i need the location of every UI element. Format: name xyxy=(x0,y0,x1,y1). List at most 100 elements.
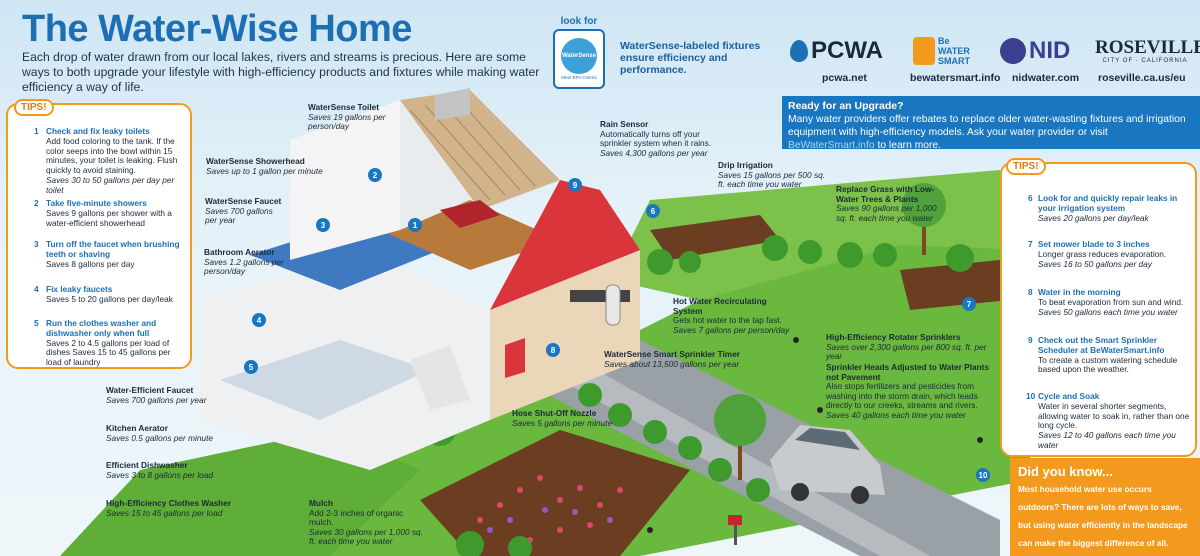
upgrade-text: Many water providers offer rebates to re… xyxy=(788,114,1186,138)
roseville-sub: CITY OF · CALIFORNIA xyxy=(1102,58,1188,64)
tip-heading: Take five-minute showers xyxy=(46,198,147,208)
bed xyxy=(440,200,500,228)
front-door xyxy=(505,338,525,378)
watersense-logo-icon: WaterSense Meet EPA Criteria xyxy=(553,29,605,89)
tip-saving: Saves 12 to 40 gallons each time you wat… xyxy=(1038,430,1176,450)
left-lawn xyxy=(60,430,420,556)
tip-text: Saves 9 gallons per shower with a water-… xyxy=(46,207,172,228)
did-you-know-text: Most household water use occurs outdoors… xyxy=(1018,484,1188,548)
tip-number: 5 xyxy=(34,318,39,328)
watersense-badge-sub: Meet EPA Criteria xyxy=(561,75,597,80)
tip-text: Water in several shorter segments, allow… xyxy=(1038,400,1190,431)
label-replace-grass: Replace Grass with Low-Water Trees & Pla… xyxy=(836,184,937,223)
upgrade-box: Ready for an Upgrade? Many water provide… xyxy=(782,96,1200,151)
tip-saving: Saves 20 gallons per day/leak xyxy=(1038,212,1149,223)
tip-heading: Water in the morning xyxy=(1038,287,1121,297)
kitchen-floor xyxy=(220,340,430,420)
tip-number: 8 xyxy=(1028,287,1033,297)
upgrade-text-end: to learn more. xyxy=(877,140,942,151)
pin-6: 6 xyxy=(646,204,660,218)
stairs xyxy=(410,345,470,410)
tip-number: 9 xyxy=(1028,335,1033,345)
watersense-badge: look for WaterSense Meet EPA Criteria xyxy=(553,16,605,90)
left-tip-5: 5 Run the clothes washer and dishwasher … xyxy=(34,318,186,368)
pin-8: 8 xyxy=(546,343,560,357)
tip-text: Saves 2 to 4.5 gallons per load of dishe… xyxy=(46,337,171,368)
watersense-badge-text: WaterSense xyxy=(561,53,597,59)
car xyxy=(770,425,885,504)
driveway-edge xyxy=(560,372,930,556)
tip-text: Saves 5 to 20 gallons per day/leak xyxy=(46,293,173,304)
pin-2: 2 xyxy=(368,168,382,182)
tip-text: Saves 8 gallons per day xyxy=(46,258,135,269)
chimney xyxy=(435,88,470,120)
flower-bed-front xyxy=(420,430,690,556)
tip-heading: Check out the Smart Sprinkler Scheduler … xyxy=(1038,335,1165,355)
tip-saving: Saves 16 to 50 gallons per day xyxy=(1038,258,1152,269)
tip-number: 1 xyxy=(34,126,39,136)
left-tip-3: 3 Turn off the faucet when brushing teet… xyxy=(34,239,186,269)
tip-text: Longer grass reduces evaporation. xyxy=(1038,248,1167,259)
tip-number: 7 xyxy=(1028,239,1033,249)
bathroom-floor xyxy=(250,220,440,290)
tip-number: 4 xyxy=(34,284,39,294)
pcwa-name: PCWA xyxy=(811,37,883,64)
right-tips-panel: TIPS! 6 Look for and quickly repair leak… xyxy=(1000,158,1197,457)
left-tip-2: 2 Take five-minute showers Saves 9 gallo… xyxy=(34,198,186,228)
did-you-know-box: Did you know... Most household water use… xyxy=(1010,458,1200,556)
pcwa-drop-icon xyxy=(790,40,808,62)
intro-text: Each drop of water drawn from our local … xyxy=(22,50,540,94)
tip-number: 10 xyxy=(1026,391,1036,401)
left-tip-4: 4 Fix leaky faucets Saves 5 to 20 gallon… xyxy=(34,284,186,305)
pin-1: 1 xyxy=(408,218,422,232)
tip-number: 6 xyxy=(1028,193,1033,203)
tip-heading: Look for and quickly repair leaks in you… xyxy=(1038,193,1178,213)
roseville-logo[interactable]: ROSEVILLE CITY OF · CALIFORNIA xyxy=(1095,37,1200,65)
page-title: The Water-Wise Home xyxy=(22,8,412,50)
bewatersmart-name: Be WATER SMART xyxy=(938,36,970,66)
nid-logo[interactable]: NID xyxy=(1000,34,1070,68)
right-tip-7: 7 Set mower blade to 3 inches Longer gra… xyxy=(1028,239,1194,269)
nid-circle-icon xyxy=(1000,38,1026,64)
tip-number: 2 xyxy=(34,198,39,208)
roof xyxy=(400,90,560,210)
tip-saving: Saves 30 to 50 gallons per day per toile… xyxy=(46,174,175,195)
pin-4: 4 xyxy=(252,313,266,327)
pcwa-url[interactable]: pcwa.net xyxy=(822,72,867,84)
nid-name: NID xyxy=(1029,37,1071,64)
tip-number: 3 xyxy=(34,239,39,249)
left-tips-tag: TIPS! xyxy=(14,99,54,116)
pcwa-logo[interactable]: PCWA xyxy=(790,34,883,68)
upgrade-link[interactable]: BeWaterSmart.info xyxy=(788,140,875,151)
tip-text: To create a custom watering schedule bas… xyxy=(1038,354,1178,375)
bewatersmart-drop-icon xyxy=(913,37,935,65)
roseville-url[interactable]: roseville.ca.us/eu xyxy=(1098,72,1186,84)
right-tip-6: 6 Look for and quickly repair leaks in y… xyxy=(1028,193,1194,223)
pin-3: 3 xyxy=(316,218,330,232)
right-tip-9: 9 Check out the Smart Sprinkler Schedule… xyxy=(1028,335,1194,375)
tip-heading: Check and fix leaky toilets xyxy=(46,126,150,136)
nid-url[interactable]: nidwater.com xyxy=(1012,72,1080,84)
tip-saving: Saves 50 gallons each time you water xyxy=(1038,306,1178,317)
bewatersmart-url[interactable]: bewatersmart.info xyxy=(910,72,1001,84)
tip-text: To beat evaporation from sun and wind. xyxy=(1038,296,1184,307)
roseville-name: ROSEVILLE xyxy=(1095,37,1200,58)
look-for-label: look for xyxy=(560,16,598,27)
pin-9: 9 xyxy=(568,178,582,192)
flower-bed-right xyxy=(900,260,1010,310)
left-tips-panel: TIPS! 1 Check and fix leaky toilets Add … xyxy=(6,99,192,369)
bewatersmart-logo[interactable]: Be WATER SMART xyxy=(913,34,978,68)
tip-heading: Turn off the faucet when brushing teeth … xyxy=(46,239,180,259)
label-sprinkler-heads: Sprinkler Heads Adjusted to Water Plants… xyxy=(826,362,990,420)
drip-bed xyxy=(650,215,780,260)
